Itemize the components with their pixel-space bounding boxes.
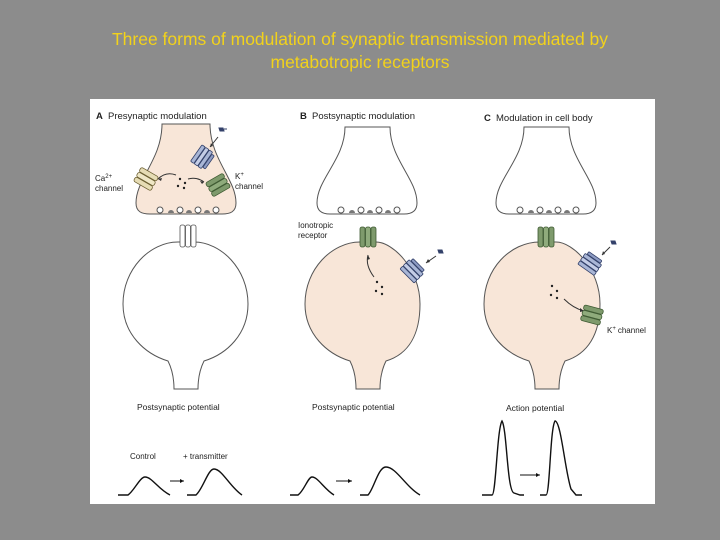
action-potential-transmitter-c [540,421,582,495]
ca-channel-label-line2: channel [95,184,123,193]
ionotropic-label-line2: receptor [298,231,328,240]
panel-b-heading: Postsynaptic modulation [312,111,415,122]
transmitter-molecule-b [438,250,443,253]
transmitter-molecule-c [611,241,616,244]
synaptic-modulation-diagram: A Presynaptic modulation Ca2+ channel K+… [90,99,655,504]
k-channel-label-a: K+ [235,172,244,181]
psp-trace-control-b [290,477,334,495]
psp-trace-transmitter-a [187,469,242,495]
k-channel-label-a-line2: channel [235,182,263,191]
transmitter-molecule-a [219,128,227,131]
psp-trace-transmitter-b [360,467,420,495]
panel-b-letter: B [300,111,307,122]
presynaptic-terminal-c [496,127,596,214]
slide-title: Three forms of modulation of synaptic tr… [40,28,680,74]
panel-c-letter: C [484,113,491,124]
panel-a: A Presynaptic modulation Ca2+ channel K+… [95,111,263,495]
presynaptic-terminal-b [317,127,417,214]
panel-a-heading: Presynaptic modulation [108,111,207,122]
trace-heading-c: Action potential [506,403,564,413]
psp-trace-control-a [118,477,170,495]
action-potential-control-c [482,421,524,495]
ca-channel-label: Ca2+ [95,174,113,183]
trace-heading-a: Postsynaptic potential [137,402,220,412]
ionotropic-receptor-c [538,227,554,247]
ionotropic-label: Ionotropic [298,221,333,230]
transmitter-label: + transmitter [183,452,228,461]
figure-panel: A Presynaptic modulation Ca2+ channel K+… [90,99,655,504]
panel-a-letter: A [96,111,103,122]
ionotropic-receptor-a [180,225,196,247]
slide-title-line-2: metabotropic receptors [40,51,680,74]
ionotropic-receptor-b [360,227,376,247]
presynaptic-terminal-a [136,124,236,214]
postsynaptic-cell-a [123,242,248,389]
k-channel-label-c: K+channel [607,326,646,335]
panel-c: C Modulation in cell body K+channel Acti… [482,113,646,495]
control-label: Control [130,452,156,461]
panel-c-heading: Modulation in cell body [496,113,593,124]
trace-heading-b: Postsynaptic potential [312,402,395,412]
slide-title-line-1: Three forms of modulation of synaptic tr… [40,28,680,51]
postsynaptic-cell-b [305,242,420,389]
panel-b: B Postsynaptic modulation Ionotropic rec… [290,111,443,495]
